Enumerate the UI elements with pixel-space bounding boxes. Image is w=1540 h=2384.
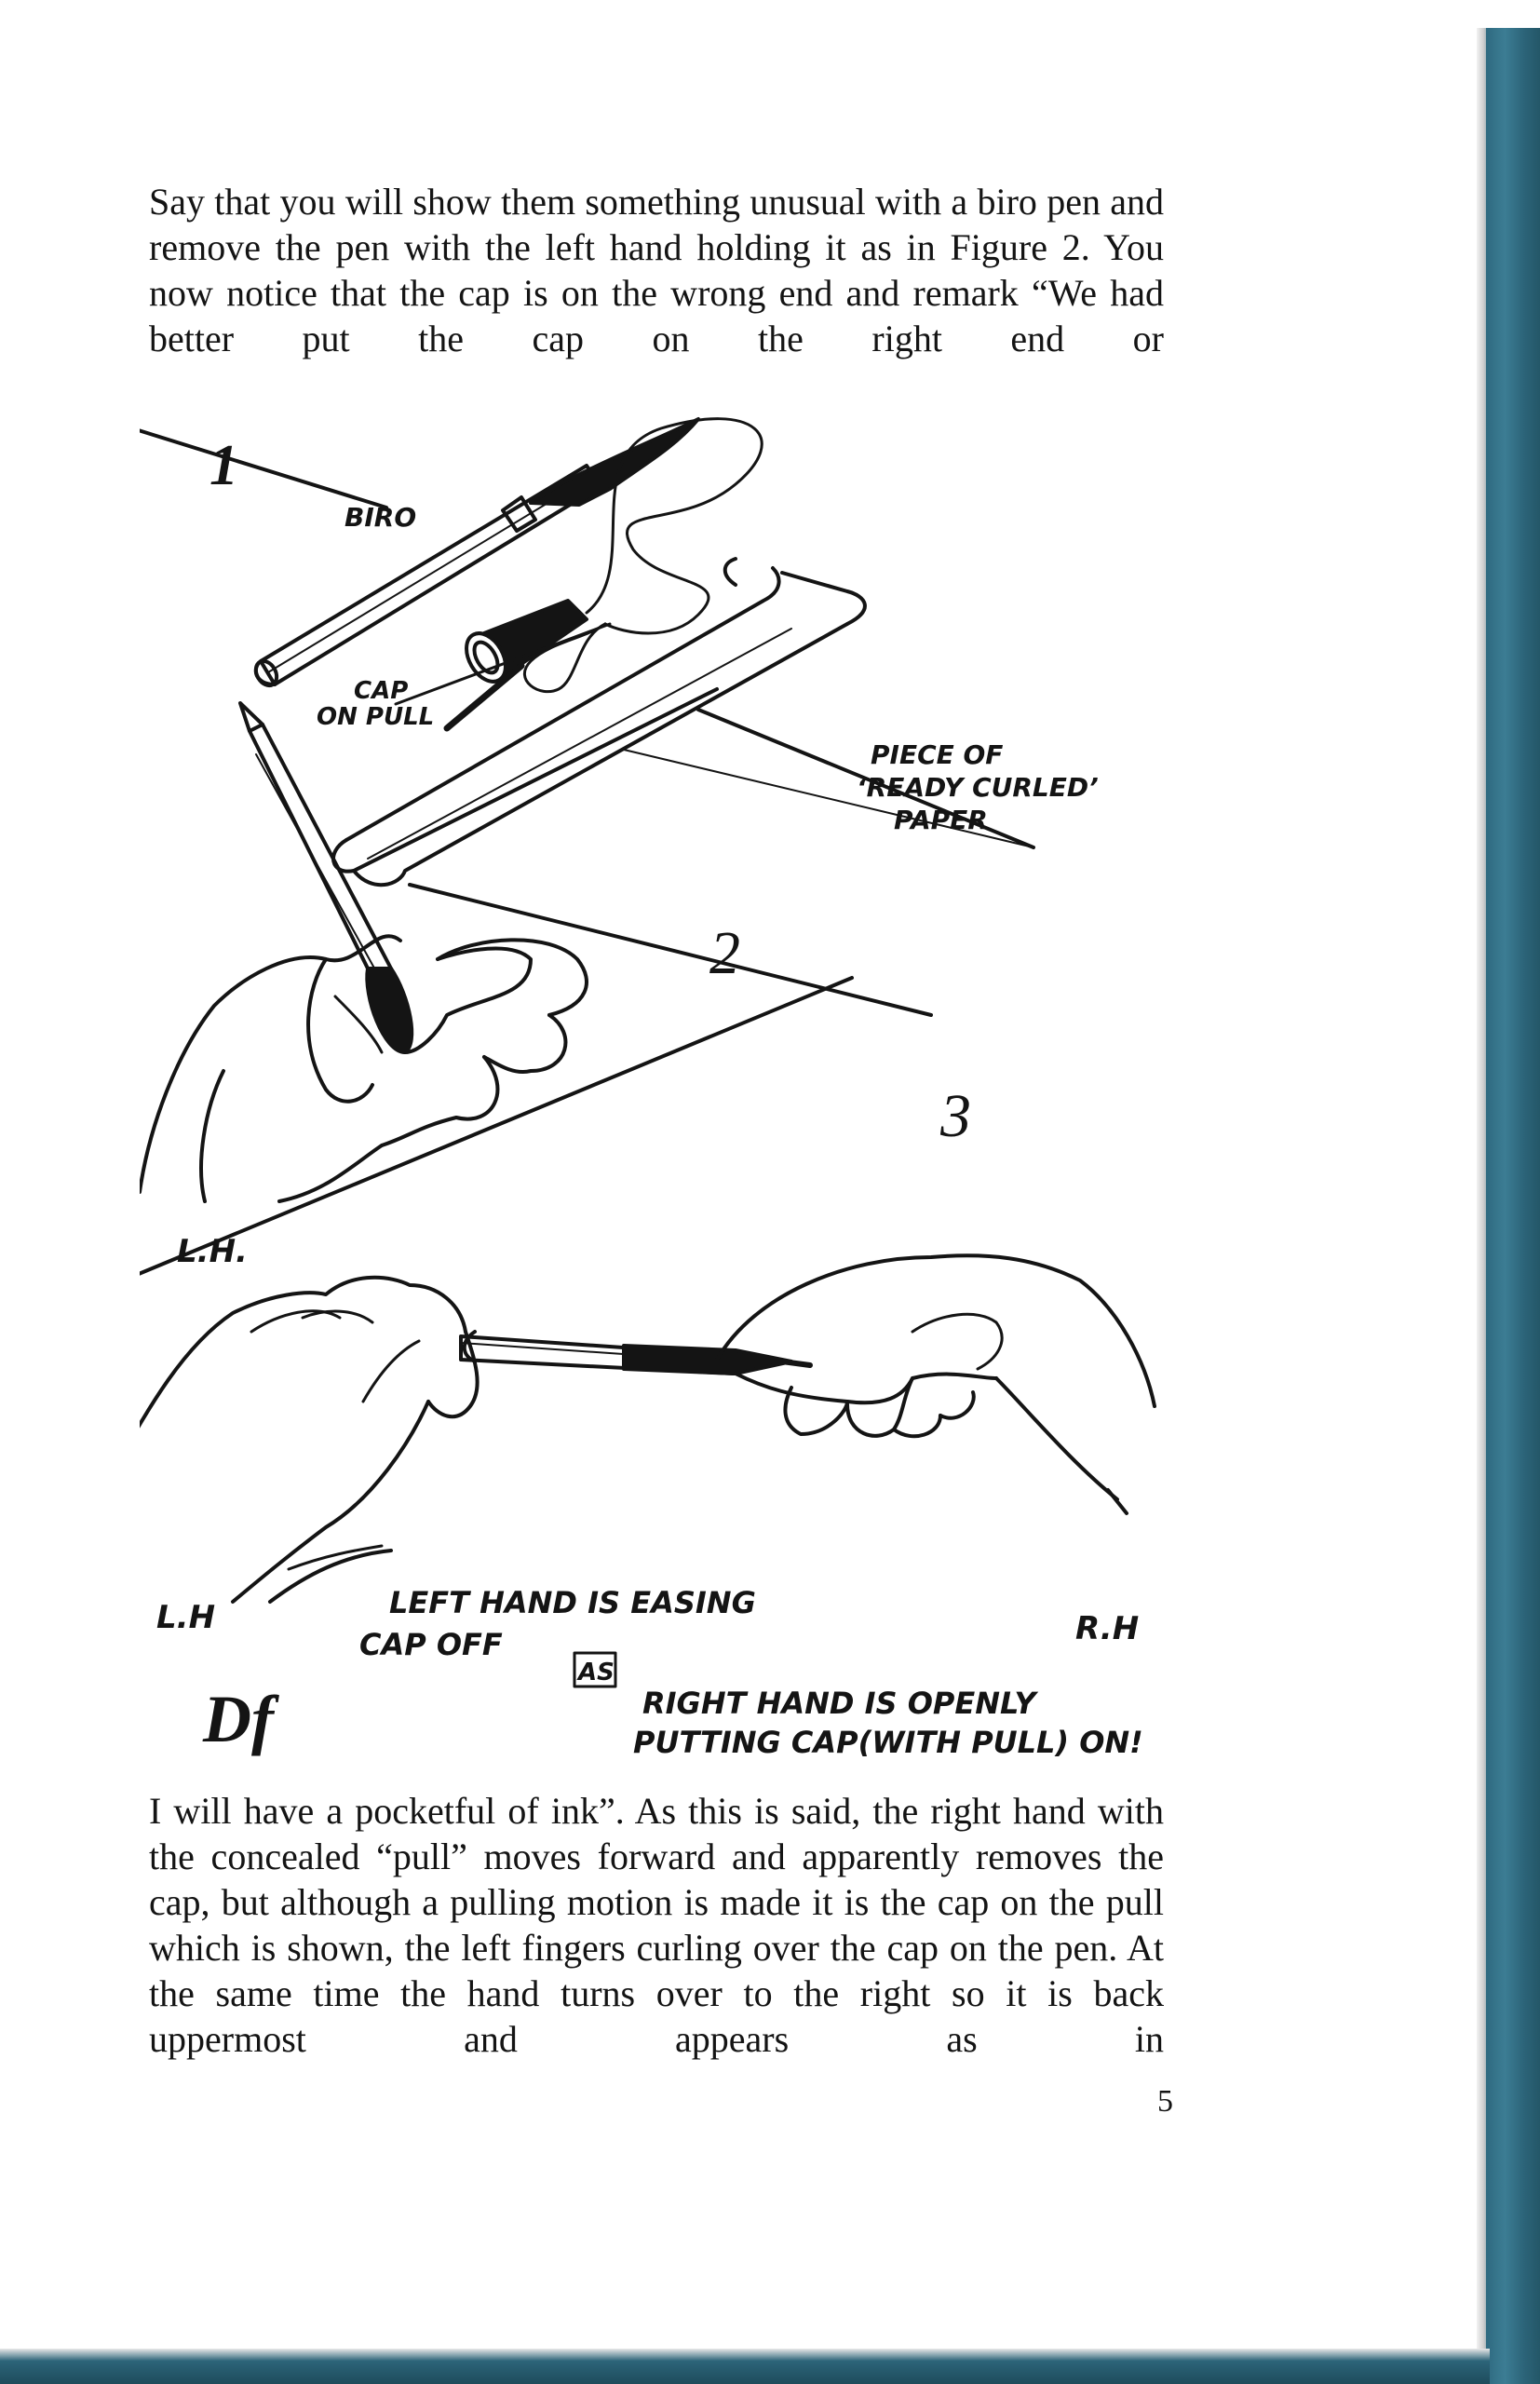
caption-as: AS (576, 1659, 615, 1686)
two-hands-pen-drawing (140, 1253, 1156, 1604)
paragraph-top: Say that you will show them something un… (149, 181, 1164, 359)
biro-pen-drawing (253, 417, 700, 688)
artist-signature: Df (202, 1682, 279, 1756)
caption-cap-off: CAP OFF (359, 1627, 503, 1662)
left-hand-pen-drawing (140, 701, 588, 1203)
figure-2-number: 2 (709, 919, 740, 987)
trick-illustration: 1 BIRO CAP ON PULL PIECE OF ‘READY CURLE… (140, 417, 1156, 1760)
label-left-hand-fig3: L.H (156, 1599, 215, 1636)
panel-divider-2 (140, 976, 854, 1276)
paragraph-bottom: I will have a pocketful of ink”. As this… (149, 1790, 1164, 2060)
caption-left-hand-easing: LEFT HAND IS EASING (389, 1585, 756, 1620)
label-paper: PAPER (894, 805, 988, 835)
book-cover-bottom (0, 2349, 1490, 2384)
panel-divider-1 (140, 428, 388, 509)
as-box (573, 1651, 617, 1688)
label-ready-curled: ‘READY CURLED’ (857, 772, 1099, 803)
caption-putting-cap: PUTTING CAP(WITH PULL) ON! (633, 1725, 1143, 1760)
book-cover-spine (1486, 28, 1540, 2384)
label-cap: CAP (354, 677, 408, 705)
label-right-hand-fig3: R.H (1075, 1610, 1139, 1647)
label-piece-of: PIECE OF (871, 739, 1003, 770)
label-biro: BIRO (344, 502, 416, 533)
label-on-pull: ON PULL (317, 703, 434, 731)
page-number: 5 (1157, 2084, 1173, 2119)
page-edge (1477, 28, 1488, 2375)
caption-right-hand-openly: RIGHT HAND IS OPENLY (642, 1686, 1038, 1721)
curled-paper-drawing (331, 557, 867, 887)
figure-1-number: 1 (209, 434, 238, 497)
figure-3-number: 3 (939, 1082, 971, 1150)
label-left-hand-fig2: L.H. (177, 1233, 248, 1270)
